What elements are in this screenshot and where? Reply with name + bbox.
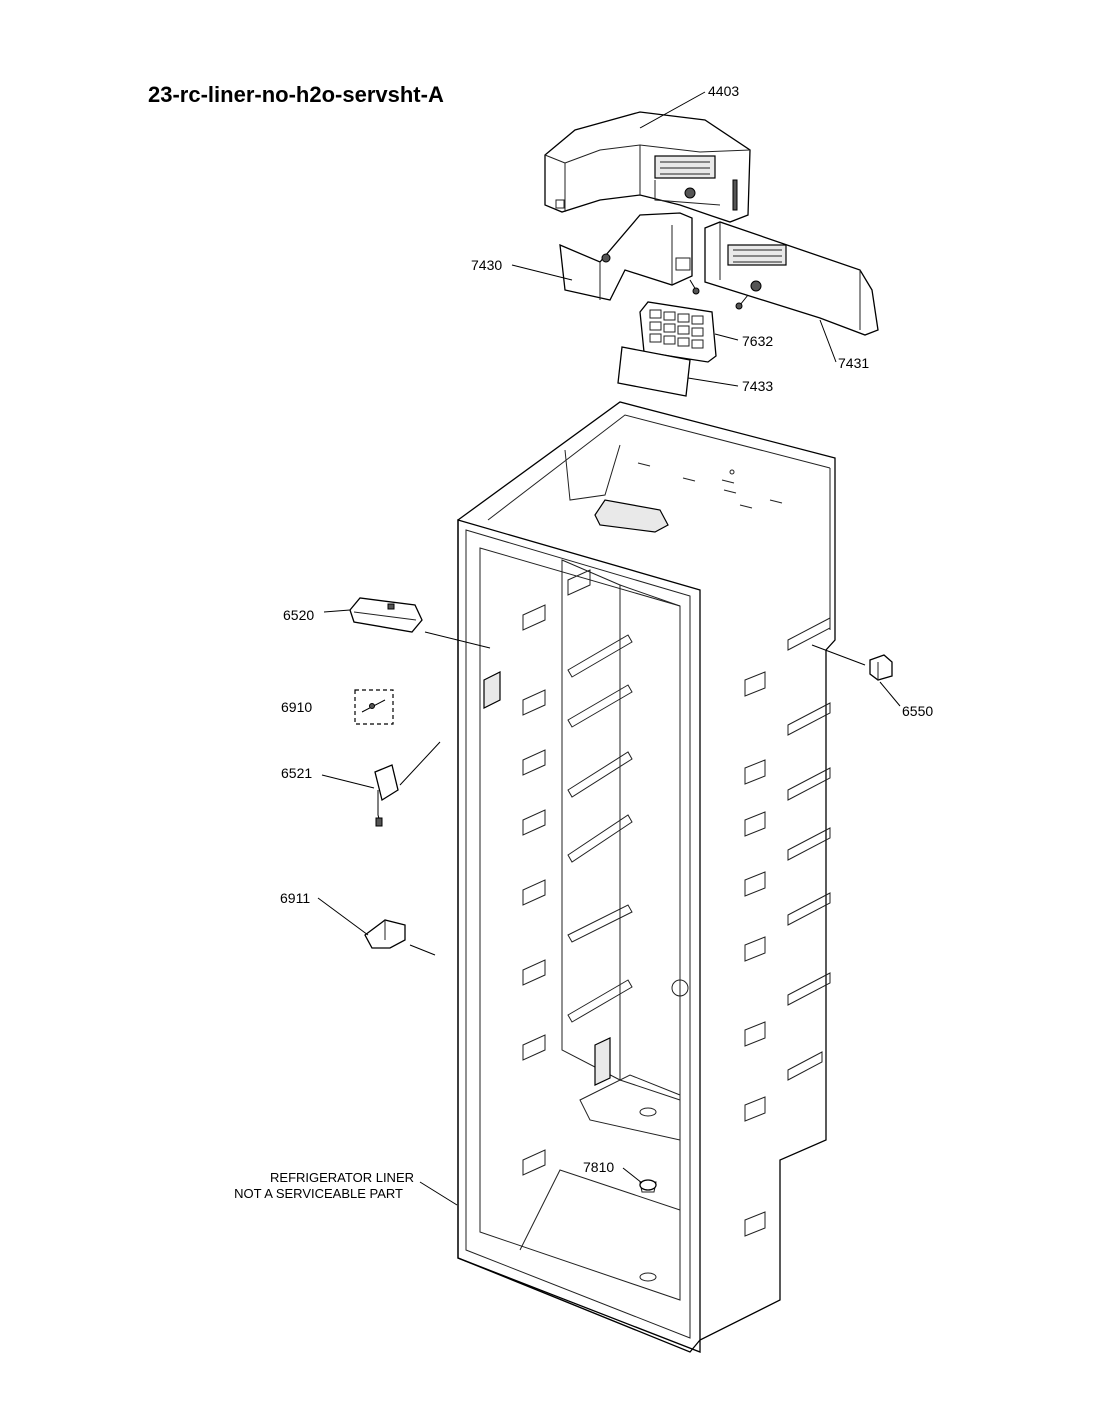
callout-7430: 7430 — [471, 257, 502, 273]
part-6520-light-housing[interactable] — [349, 597, 491, 649]
callout-7433: 7433 — [742, 378, 773, 394]
callout-7632: 7632 — [742, 333, 773, 349]
callout-labels: 4403 7430 7632 7431 7433 6520 6910 6521 … — [234, 83, 933, 1201]
callout-6521: 6521 — [281, 765, 312, 781]
part-6910-kit[interactable] — [354, 689, 394, 725]
callout-6520: 6520 — [283, 607, 314, 623]
callout-6911: 6911 — [280, 890, 310, 906]
callout-6550: 6550 — [902, 703, 933, 719]
callout-7431: 7431 — [838, 355, 869, 371]
note-liner-line2: NOT A SERVICEABLE PART — [234, 1186, 403, 1201]
diagram-title: 23-rc-liner-no-h2o-servsht-A — [148, 82, 444, 107]
part-7430-duct-cover[interactable] — [559, 212, 693, 301]
part-7810-drain-plug[interactable] — [639, 1179, 657, 1191]
part-7431-rear-panel[interactable] — [704, 221, 879, 336]
callout-6910: 6910 — [281, 699, 312, 715]
screw-pair — [689, 279, 749, 310]
callout-4403: 4403 — [708, 83, 739, 99]
part-6550-switch[interactable] — [811, 644, 893, 681]
callout-7810: 7810 — [583, 1159, 614, 1175]
part-6521-sensor[interactable] — [374, 741, 441, 827]
leader-lines — [317, 91, 901, 1206]
part-6911-clip[interactable] — [364, 919, 436, 956]
part-7433-filter-cover[interactable] — [617, 346, 691, 397]
refrigerator-liner — [457, 401, 836, 1353]
part-4403-duct-housing[interactable] — [544, 111, 751, 223]
part-7632-filter[interactable] — [639, 301, 717, 363]
note-liner-line1: REFRIGERATOR LINER — [270, 1170, 414, 1185]
